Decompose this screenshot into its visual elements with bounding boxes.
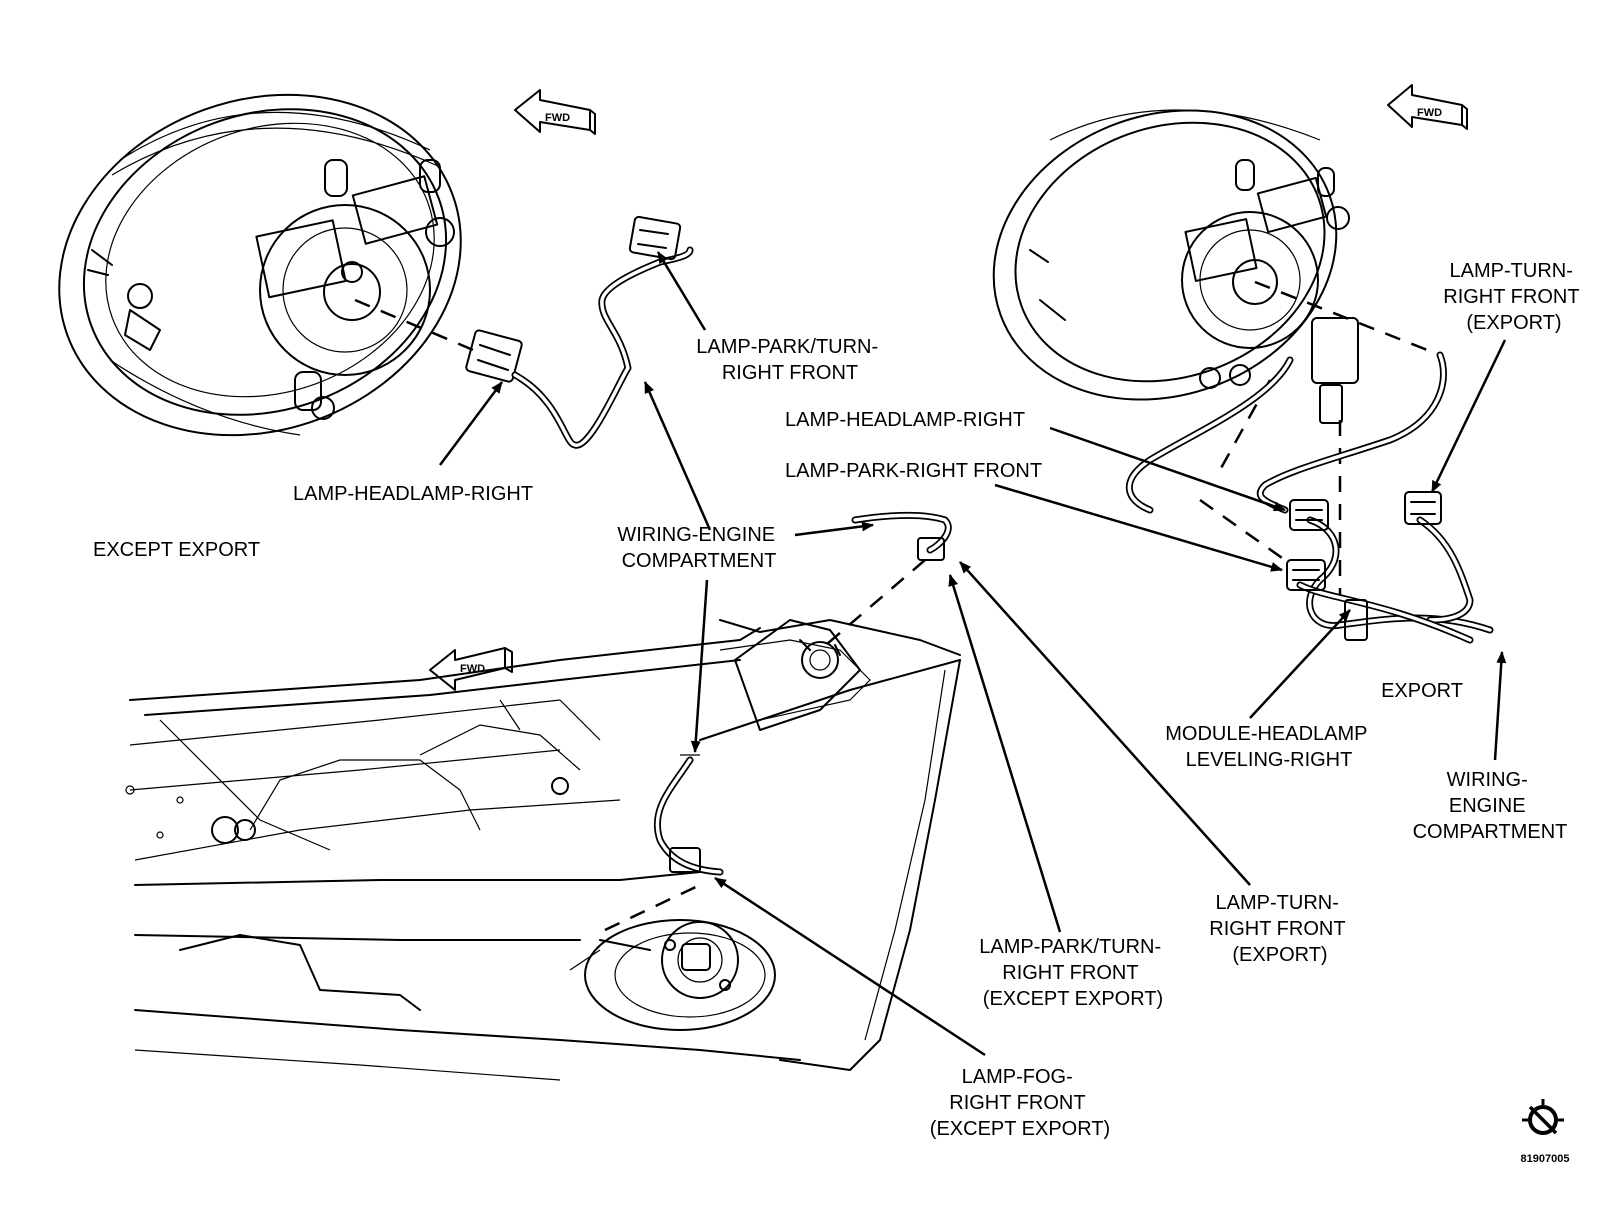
forward-arrow-icon: FWD	[1387, 84, 1468, 130]
label-except-export: EXCEPT EXPORT	[93, 539, 260, 561]
label-turn-export-top: LAMP-TURN- RIGHT FRONT (EXPORT)	[1443, 260, 1585, 334]
turn-export-connector	[1404, 491, 1442, 525]
label-wiring-center: WIRING-ENGINE COMPARTMENT	[617, 524, 780, 572]
label-park-right: LAMP-PARK-RIGHT FRONT	[785, 460, 1042, 482]
fwd-label: FWD	[545, 112, 570, 124]
label-wiring-right: WIRING- ENGINE COMPARTMENT	[1413, 769, 1568, 843]
park-right-connector	[1286, 559, 1326, 591]
label-headlamp-left: LAMP-HEADLAMP-RIGHT	[293, 483, 533, 505]
label-turn-export-bottom: LAMP-TURN- RIGHT FRONT (EXPORT)	[1209, 892, 1351, 966]
front-fascia-illustration	[125, 619, 961, 1081]
label-headlamp-right: LAMP-HEADLAMP-RIGHT	[785, 409, 1025, 431]
headlamp-right-connector	[1289, 499, 1329, 531]
park-turn-except-connector	[917, 537, 945, 561]
fog-connector	[669, 847, 701, 873]
label-export: EXPORT	[1381, 680, 1463, 702]
forward-arrow-icon: FWD	[514, 89, 596, 135]
fwd-label: FWD	[1417, 107, 1442, 119]
figure-id: 81907005	[1521, 1153, 1570, 1165]
headlamp-left-connector	[465, 329, 523, 383]
fwd-label: FWD	[460, 663, 485, 675]
label-module-leveling: MODULE-HEADLAMP LEVELING-RIGHT	[1165, 723, 1372, 771]
label-park-turn-except: LAMP-PARK/TURN- RIGHT FRONT (EXCEPT EXPO…	[979, 936, 1166, 1010]
label-fog: LAMP-FOG- RIGHT FRONT (EXCEPT EXPORT)	[930, 1066, 1110, 1140]
chrysler-logo-icon	[1522, 1099, 1564, 1135]
park-turn-connector	[628, 215, 682, 261]
headlamp-left-illustration	[58, 93, 462, 437]
forward-arrow-icon: FWD	[429, 647, 513, 691]
headlamp-right-illustration	[992, 109, 1359, 424]
label-park-turn-top: LAMP-PARK/TURN- RIGHT FRONT	[696, 336, 883, 384]
